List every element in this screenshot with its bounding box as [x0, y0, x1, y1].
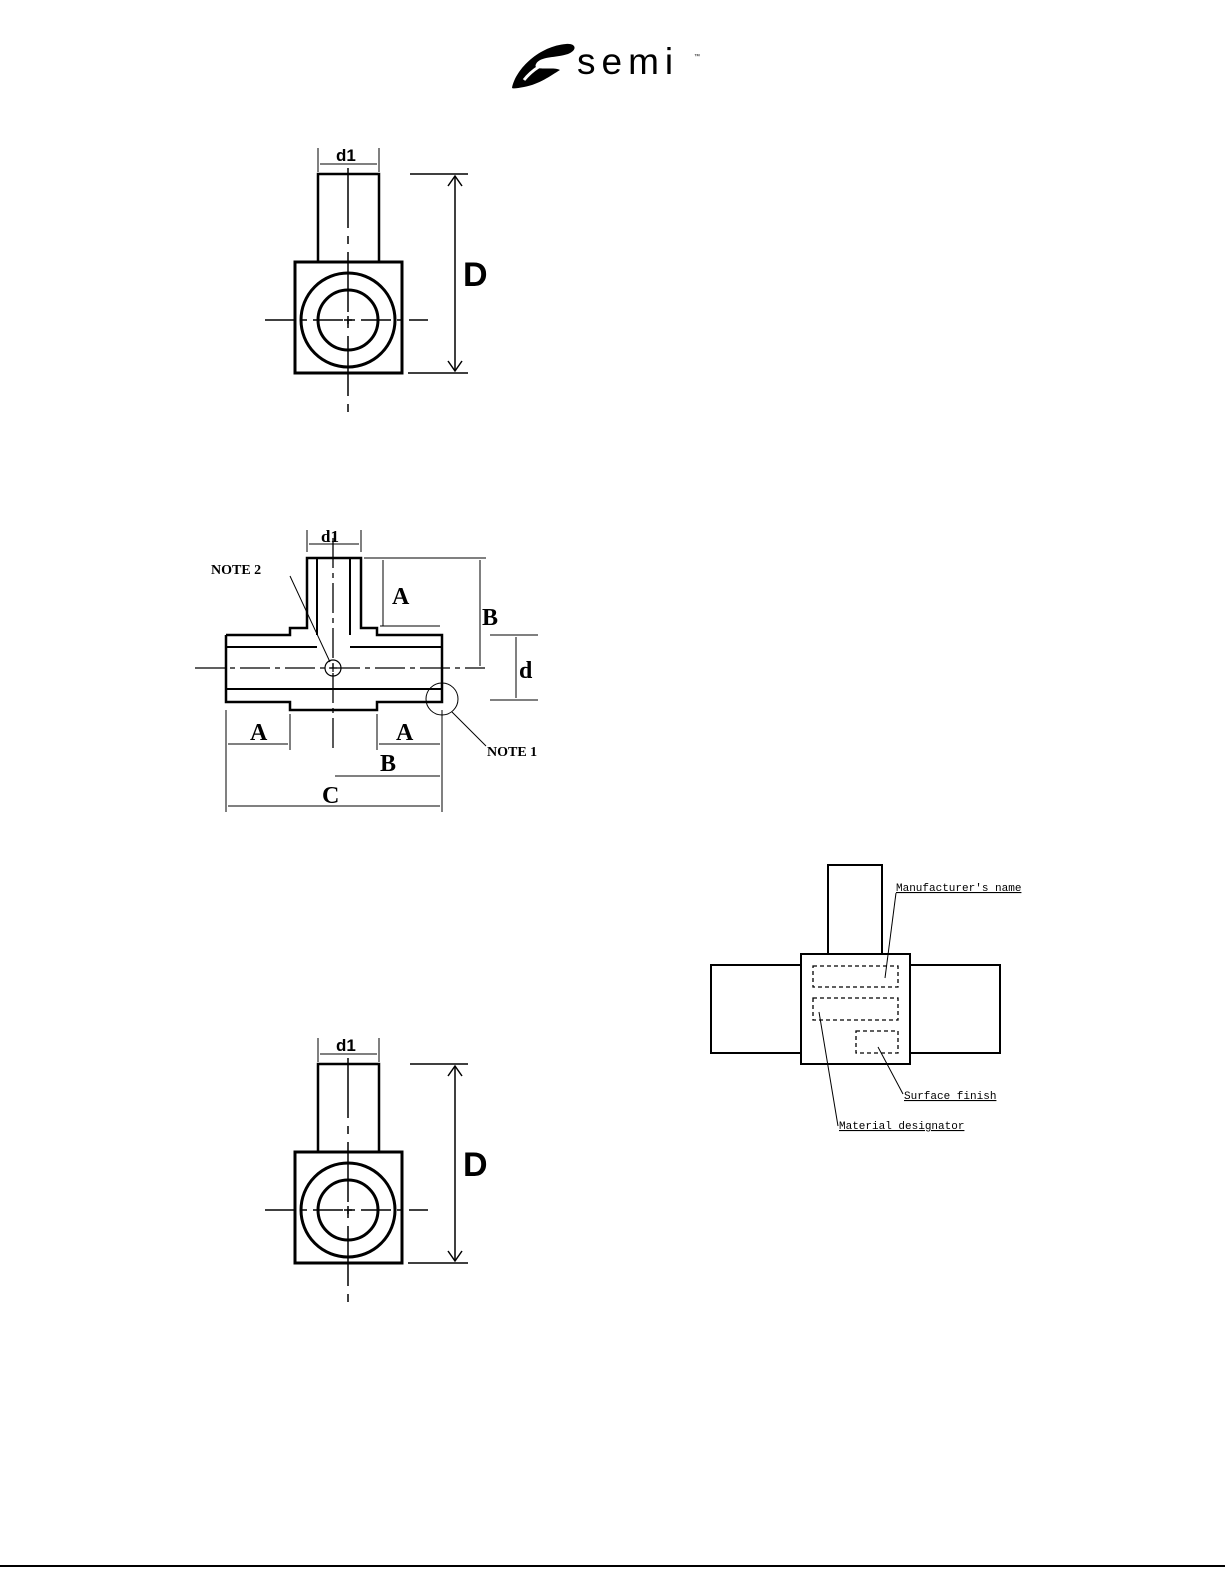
d1-label: d1	[321, 527, 339, 546]
material-box	[813, 998, 898, 1020]
right-run	[910, 965, 1000, 1053]
d1-label: d1	[336, 146, 356, 165]
B-bottom-label: B	[380, 751, 396, 777]
B-right-label: B	[482, 605, 498, 631]
D-label: D	[463, 256, 488, 294]
semi-swoosh-icon	[510, 40, 580, 92]
tee-outline	[226, 558, 442, 710]
A-top-label: A	[392, 584, 410, 610]
manufacturer-label: Manufacturer's name	[896, 883, 1021, 895]
material-label: Material designator	[839, 1121, 964, 1133]
figure-tee-section: d1 NOTE 2 A B d NOTE 1 A A B C	[190, 520, 560, 820]
figure-bottom-endview: d1 D	[240, 1030, 500, 1320]
surface-box	[856, 1031, 898, 1053]
C-label: C	[322, 783, 339, 809]
logo-tm: ™	[694, 54, 700, 60]
left-run	[711, 965, 801, 1053]
surface-label: Surface finish	[904, 1091, 996, 1103]
marking-body	[801, 954, 910, 1064]
semi-logo: semi ™	[510, 40, 710, 92]
branch-stub	[828, 865, 882, 954]
d-label: d	[519, 658, 533, 684]
A-left-label: A	[250, 720, 268, 746]
figure-marking: Manufacturer's name Surface finish Mater…	[700, 850, 1060, 1150]
d1-label: d1	[336, 1036, 356, 1055]
page-bottom-rule	[0, 1565, 1225, 1567]
A-right-label: A	[396, 720, 414, 746]
figure-top-endview: d1 D	[240, 140, 500, 430]
note2-label: NOTE 2	[211, 563, 261, 578]
logo-text: semi	[577, 42, 679, 82]
note1-label: NOTE 1	[487, 745, 537, 760]
D-label: D	[463, 1146, 488, 1184]
